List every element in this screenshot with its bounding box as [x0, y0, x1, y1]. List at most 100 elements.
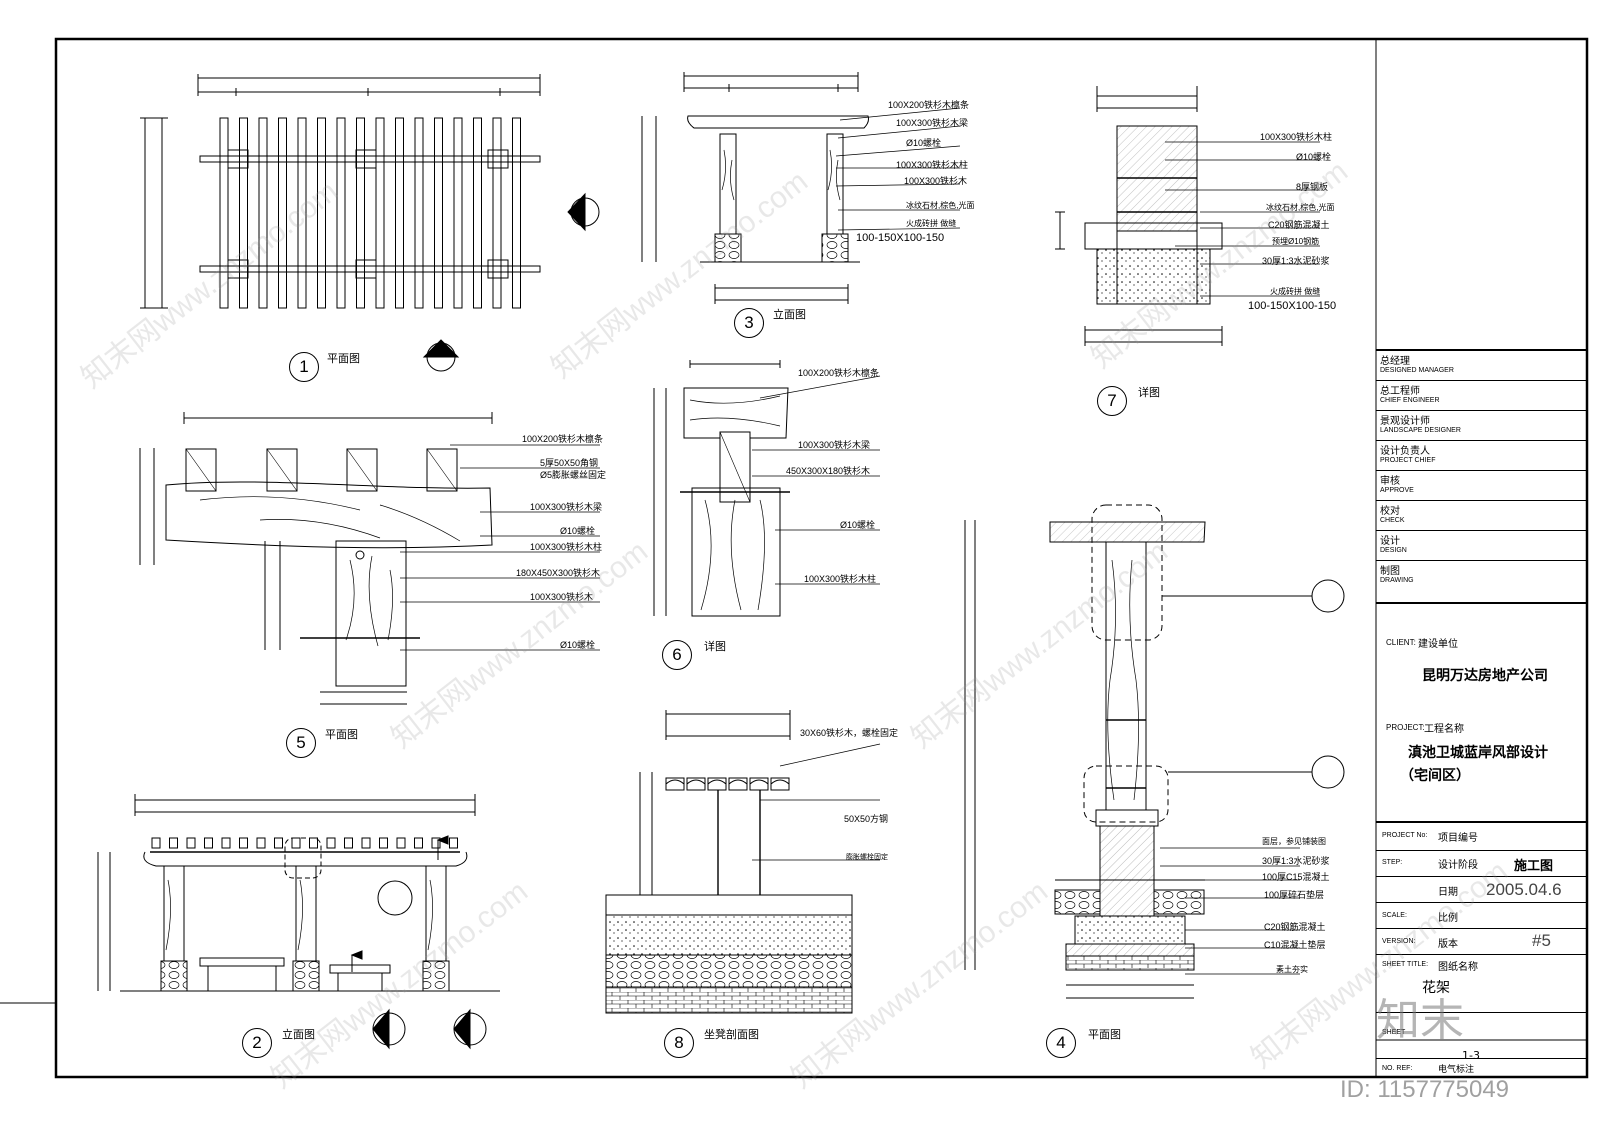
bench-slat: [728, 777, 748, 791]
view-1-plan-drawing: [140, 74, 600, 372]
view-title-7: 详图: [1138, 386, 1160, 399]
v4-note: C10混凝土垫层: [1264, 940, 1326, 950]
role-cn-label: 景观设计师: [1380, 416, 1430, 427]
sheet-title-cn: 图纸名称: [1438, 962, 1478, 973]
project-sub: （宅间区）: [1400, 768, 1470, 784]
view-title-4: 平面图: [1088, 1028, 1121, 1041]
v6-note: 100X200铁杉木檩条: [798, 368, 880, 378]
v5-note: Ø10螺栓: [560, 526, 596, 536]
view-number-4: 4: [1046, 1028, 1076, 1058]
project-label: PROJECT:: [1386, 723, 1425, 732]
v3-note: 100X200铁杉木檩条: [888, 100, 970, 110]
sheet-no-label: SHEET: [1382, 1029, 1406, 1036]
view-number-6: 6: [662, 640, 692, 670]
rafter-end: [431, 837, 441, 849]
rafter-end: [239, 837, 248, 849]
v3-note: 100X300铁杉木梁: [896, 118, 969, 128]
rafter: [492, 117, 502, 309]
rafter: [395, 117, 404, 309]
v6-note: 450X300X180铁杉木: [786, 466, 871, 476]
v7-note: 预埋Ø10钢筋: [1272, 237, 1320, 246]
view-number-8: 8: [664, 1028, 694, 1058]
rafter-end: [449, 837, 458, 849]
role-cn-label: 总工程师: [1380, 386, 1420, 397]
date-value: 2005.04.6: [1486, 880, 1562, 899]
bench-slat: [686, 777, 706, 791]
rafter-end: [274, 837, 283, 849]
view-8-section-drawing: [605, 710, 853, 1014]
role-cn-label: 制图: [1380, 566, 1400, 577]
rafter-end: [256, 837, 266, 849]
role-cn-label: 总经理: [1380, 356, 1410, 367]
rafter-end: [291, 837, 301, 849]
step-value: 施工图: [1514, 859, 1554, 874]
v4-note: 100厚碎石垫层: [1264, 890, 1325, 900]
view-number-3: 3: [734, 308, 764, 338]
project-no-row: PROJECT No: 项目编号: [1376, 822, 1586, 851]
v7-note: 100X300铁杉木柱: [1260, 132, 1333, 142]
watermark-id: ID: 1157775049: [1340, 1076, 1510, 1103]
v7-note: 火成砖拼 做缝: [1270, 287, 1321, 296]
v5-note: 100X300铁杉木梁: [530, 502, 603, 512]
v8-note: 膨胀螺栓固定: [846, 854, 888, 861]
sheet-title-value: 花架: [1422, 980, 1450, 996]
rafter: [434, 117, 443, 309]
rafter: [512, 117, 521, 309]
v3-note: Ø10螺栓: [906, 138, 942, 148]
role-cn-label: 校对: [1380, 506, 1400, 517]
version-cn: 版本: [1438, 939, 1458, 950]
rafter-end: [186, 837, 196, 849]
rafter-end: [414, 837, 423, 849]
rafter: [336, 117, 346, 309]
v8-note: 50X50方钢: [844, 814, 889, 824]
view-number-7: 7: [1097, 386, 1127, 416]
role-en-label: CHIEF ENGINEER: [1380, 397, 1440, 404]
bench-slat: [665, 777, 685, 791]
project-cn: 工程名称: [1424, 724, 1464, 735]
view-number-2: 2: [242, 1028, 272, 1058]
date-row: 日期 2005.04.6: [1376, 876, 1586, 903]
v3-note: 冰纹石材,棕色,光面: [906, 201, 975, 210]
rafter: [317, 117, 326, 309]
client-name: 昆明万达房地产公司: [1422, 668, 1548, 684]
view-4-section-drawing: [964, 504, 1345, 999]
v3-note: 100-150X100-150: [856, 232, 945, 244]
v6-note: Ø10螺栓: [840, 520, 876, 530]
step-cn: 设计阶段: [1438, 860, 1478, 871]
rafter: [219, 117, 229, 309]
role-en-label: LANDSCAPE DESIGNER: [1380, 427, 1461, 434]
v3-note: 火成砖拼 做缝: [906, 219, 957, 228]
date-cn: 日期: [1438, 887, 1458, 898]
version-label: VERSION:: [1382, 938, 1416, 945]
scale-cn: 比例: [1438, 913, 1458, 924]
v4-note: 100厚C15混凝土: [1262, 872, 1330, 882]
view-number-5: 5: [286, 728, 316, 758]
v3-note: 100X300铁杉木: [904, 176, 968, 186]
v4-note: 面层，参见铺装图: [1262, 837, 1326, 846]
bench-slat: [770, 777, 790, 791]
view-7-detail-drawing: [1055, 86, 1223, 346]
view-title-8: 坐凳剖面图: [704, 1028, 759, 1041]
view-5-plan-drawing: [139, 412, 493, 705]
rafter: [278, 117, 287, 309]
view-title-1: 平面图: [327, 352, 360, 365]
rafter-end: [326, 837, 336, 849]
v5-note: 100X300铁杉木: [530, 592, 594, 602]
step-row: STEP: 设计阶段 施工图: [1376, 850, 1586, 877]
v5-note: 100X200铁杉木檩条: [522, 434, 604, 444]
rafter: [356, 117, 365, 309]
step-label: STEP:: [1382, 859, 1403, 866]
view-title-2: 立面图: [282, 1028, 315, 1041]
v5-note: Ø10螺栓: [560, 640, 596, 650]
watermark-logo: 知末: [1376, 995, 1464, 1046]
ref-label: NO. REF:: [1382, 1065, 1413, 1072]
rafter: [414, 117, 424, 309]
v4-note: C20钢筋混凝土: [1264, 922, 1326, 932]
